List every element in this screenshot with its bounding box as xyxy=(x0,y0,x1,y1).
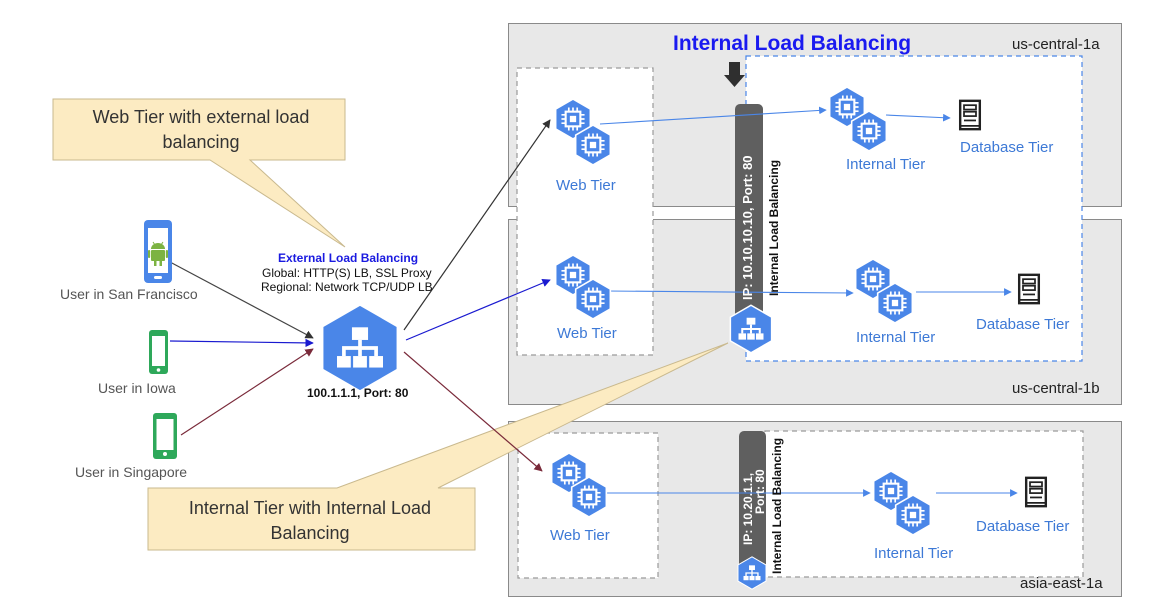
database-tier-label: Database Tier xyxy=(976,316,1070,333)
link-elb-to-web-1b xyxy=(405,279,551,341)
database-tier-label: Database Tier xyxy=(976,518,1070,535)
internal-tier-box-us xyxy=(745,55,1083,362)
web-tier-label: Web Tier xyxy=(557,325,617,342)
down-arrow-icon xyxy=(724,62,745,87)
ilb-asia-label: Internal Load Balancing xyxy=(770,437,784,574)
external-lb-global: Global: HTTP(S) LB, SSL Proxy xyxy=(262,266,432,280)
link-elb-to-web-1a xyxy=(403,119,551,331)
ilb-bar-asia xyxy=(739,431,766,581)
link-sf-to-elb xyxy=(169,261,314,339)
ilb-bar-us xyxy=(735,104,763,319)
phone-icon xyxy=(149,330,168,374)
external-lb-address: 100.1.1.1, Port: 80 xyxy=(307,386,409,400)
callout-bottom xyxy=(147,342,729,551)
web-tier-label: Web Tier xyxy=(550,527,610,544)
user-label-singapore: User in Singapore xyxy=(75,464,188,480)
user-label-iowa: User in Iowa xyxy=(98,380,176,396)
internal-tier-label: Internal Tier xyxy=(874,545,954,562)
link-elb-to-web-asia xyxy=(403,351,543,472)
internal-tier-label: Internal Tier xyxy=(856,329,936,346)
link-internal-to-db-1a xyxy=(885,113,951,122)
page-title: Internal Load Balancing xyxy=(673,32,912,55)
link-web-to-internal-1b xyxy=(605,289,854,297)
region-label-asia-east-1a: asia-east-1a xyxy=(1020,575,1103,592)
external-lb-regional: Regional: Network TCP/UDP LB xyxy=(261,280,433,294)
external-lb-title: External Load Balancing xyxy=(278,251,419,265)
callout-top-text: Web Tier with external load balancing xyxy=(92,107,310,152)
database-server-icon xyxy=(958,99,982,131)
region-label-us-central-1a: us-central-1a xyxy=(1012,36,1100,53)
ilb-asia-ip-label-2: Port: 80 xyxy=(753,469,767,514)
user-label-sf: User in San Francisco xyxy=(60,286,198,302)
callout-bottom-text: Internal Tier with Internal Load Balanci… xyxy=(188,498,432,543)
callout-top xyxy=(52,98,346,248)
link-iowa-to-elb xyxy=(169,338,314,348)
region-label-us-central-1b: us-central-1b xyxy=(1012,380,1100,397)
ilb-us-label: Internal Load Balancing xyxy=(767,159,781,296)
database-tier-label: Database Tier xyxy=(960,139,1054,156)
android-phone-icon xyxy=(144,220,172,283)
internal-tier-label: Internal Tier xyxy=(846,156,926,173)
link-singapore-to-elb xyxy=(180,348,314,436)
link-web-to-internal-1a xyxy=(599,106,827,125)
load-balancer-icon xyxy=(320,302,400,394)
ilb-us-ip-label: IP: 10.10.10.10, Port: 80 xyxy=(740,155,755,300)
web-tier-label: Web Tier xyxy=(556,177,616,194)
phone-icon xyxy=(153,413,177,459)
database-server-icon xyxy=(1017,273,1041,305)
database-server-icon xyxy=(1024,476,1048,508)
